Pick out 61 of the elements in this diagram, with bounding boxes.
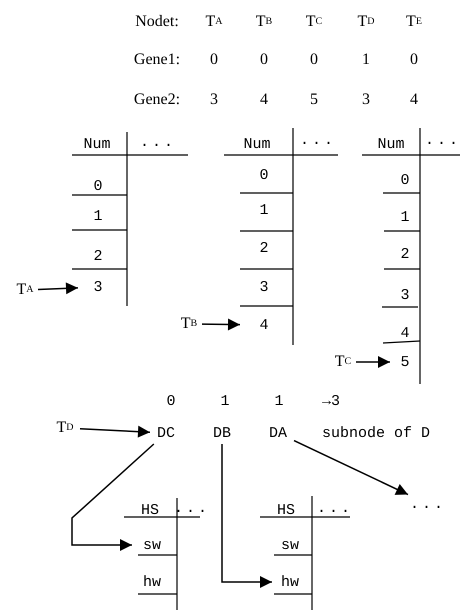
row-header: Nodet: <box>134 12 180 32</box>
ellipsis: ... <box>408 494 448 514</box>
table-cell: 3 <box>78 277 118 297</box>
table-cell-text: 4 <box>259 90 269 110</box>
table-cell: 3 <box>240 277 288 297</box>
table-grid <box>360 128 462 386</box>
table-cell-text: 3 <box>361 90 371 110</box>
table-cell: 2 <box>78 246 118 266</box>
table-cell: sw <box>272 536 308 554</box>
table-cell: 0 <box>78 176 118 196</box>
column-header: HS <box>264 500 308 520</box>
value-label: →3 <box>320 392 341 412</box>
ellipsis: ... <box>132 132 184 152</box>
table-cell: 4 <box>390 323 420 343</box>
annotation-text: subnode of D <box>322 424 432 444</box>
table-grid <box>122 496 204 610</box>
column-header: HS <box>128 500 172 520</box>
column-header: Num <box>364 134 418 154</box>
table-cell-text: 4 <box>409 90 419 110</box>
row-header: Gene2: <box>132 90 182 110</box>
table-cell: hw <box>272 573 308 591</box>
column-header: Num <box>72 134 122 154</box>
arrow <box>356 356 390 368</box>
table-grid <box>258 496 353 610</box>
ellipsis: ... <box>318 498 352 518</box>
value-label: 0 <box>165 392 176 412</box>
arrow <box>202 318 240 331</box>
table-cell: 1 <box>390 207 420 227</box>
table-cell-text: 3 <box>209 90 219 110</box>
column-header: Num <box>226 134 288 154</box>
ellipsis: ... <box>296 130 340 150</box>
table-cell-text: 0 <box>309 50 319 70</box>
value-label: 1 <box>273 392 284 412</box>
subnode-label: DA <box>262 422 294 444</box>
subnode-label: DB <box>206 422 238 444</box>
table-cell-text: 0 <box>209 50 219 70</box>
value-label: 1 <box>219 392 230 412</box>
table-cell: 4 <box>240 315 288 335</box>
table-cell-text: 1 <box>361 50 371 70</box>
table-cell: sw <box>132 536 172 554</box>
row-header: Gene1: <box>132 50 182 70</box>
ellipsis: ... <box>424 130 462 150</box>
table-cell: 3 <box>390 285 420 305</box>
table-cell: 2 <box>240 238 288 258</box>
table-cell-text: 0 <box>409 50 419 70</box>
table-cell: 0 <box>390 170 420 190</box>
table-cell: 2 <box>390 244 420 264</box>
table-cell: 0 <box>240 165 288 185</box>
arrow <box>80 426 150 438</box>
table-cell: 5 <box>390 352 420 372</box>
arrow <box>71 443 154 551</box>
table-cell-text: 5 <box>309 90 319 110</box>
arrow <box>221 444 272 588</box>
table-cell: 1 <box>240 200 288 220</box>
table-cell-text: 0 <box>259 50 269 70</box>
arrow <box>38 282 78 294</box>
subnode-label: DC <box>150 422 182 444</box>
ellipsis: ... <box>180 498 204 518</box>
table-cell: hw <box>132 573 172 591</box>
table-cell: 1 <box>78 206 118 226</box>
arrow <box>294 440 408 496</box>
